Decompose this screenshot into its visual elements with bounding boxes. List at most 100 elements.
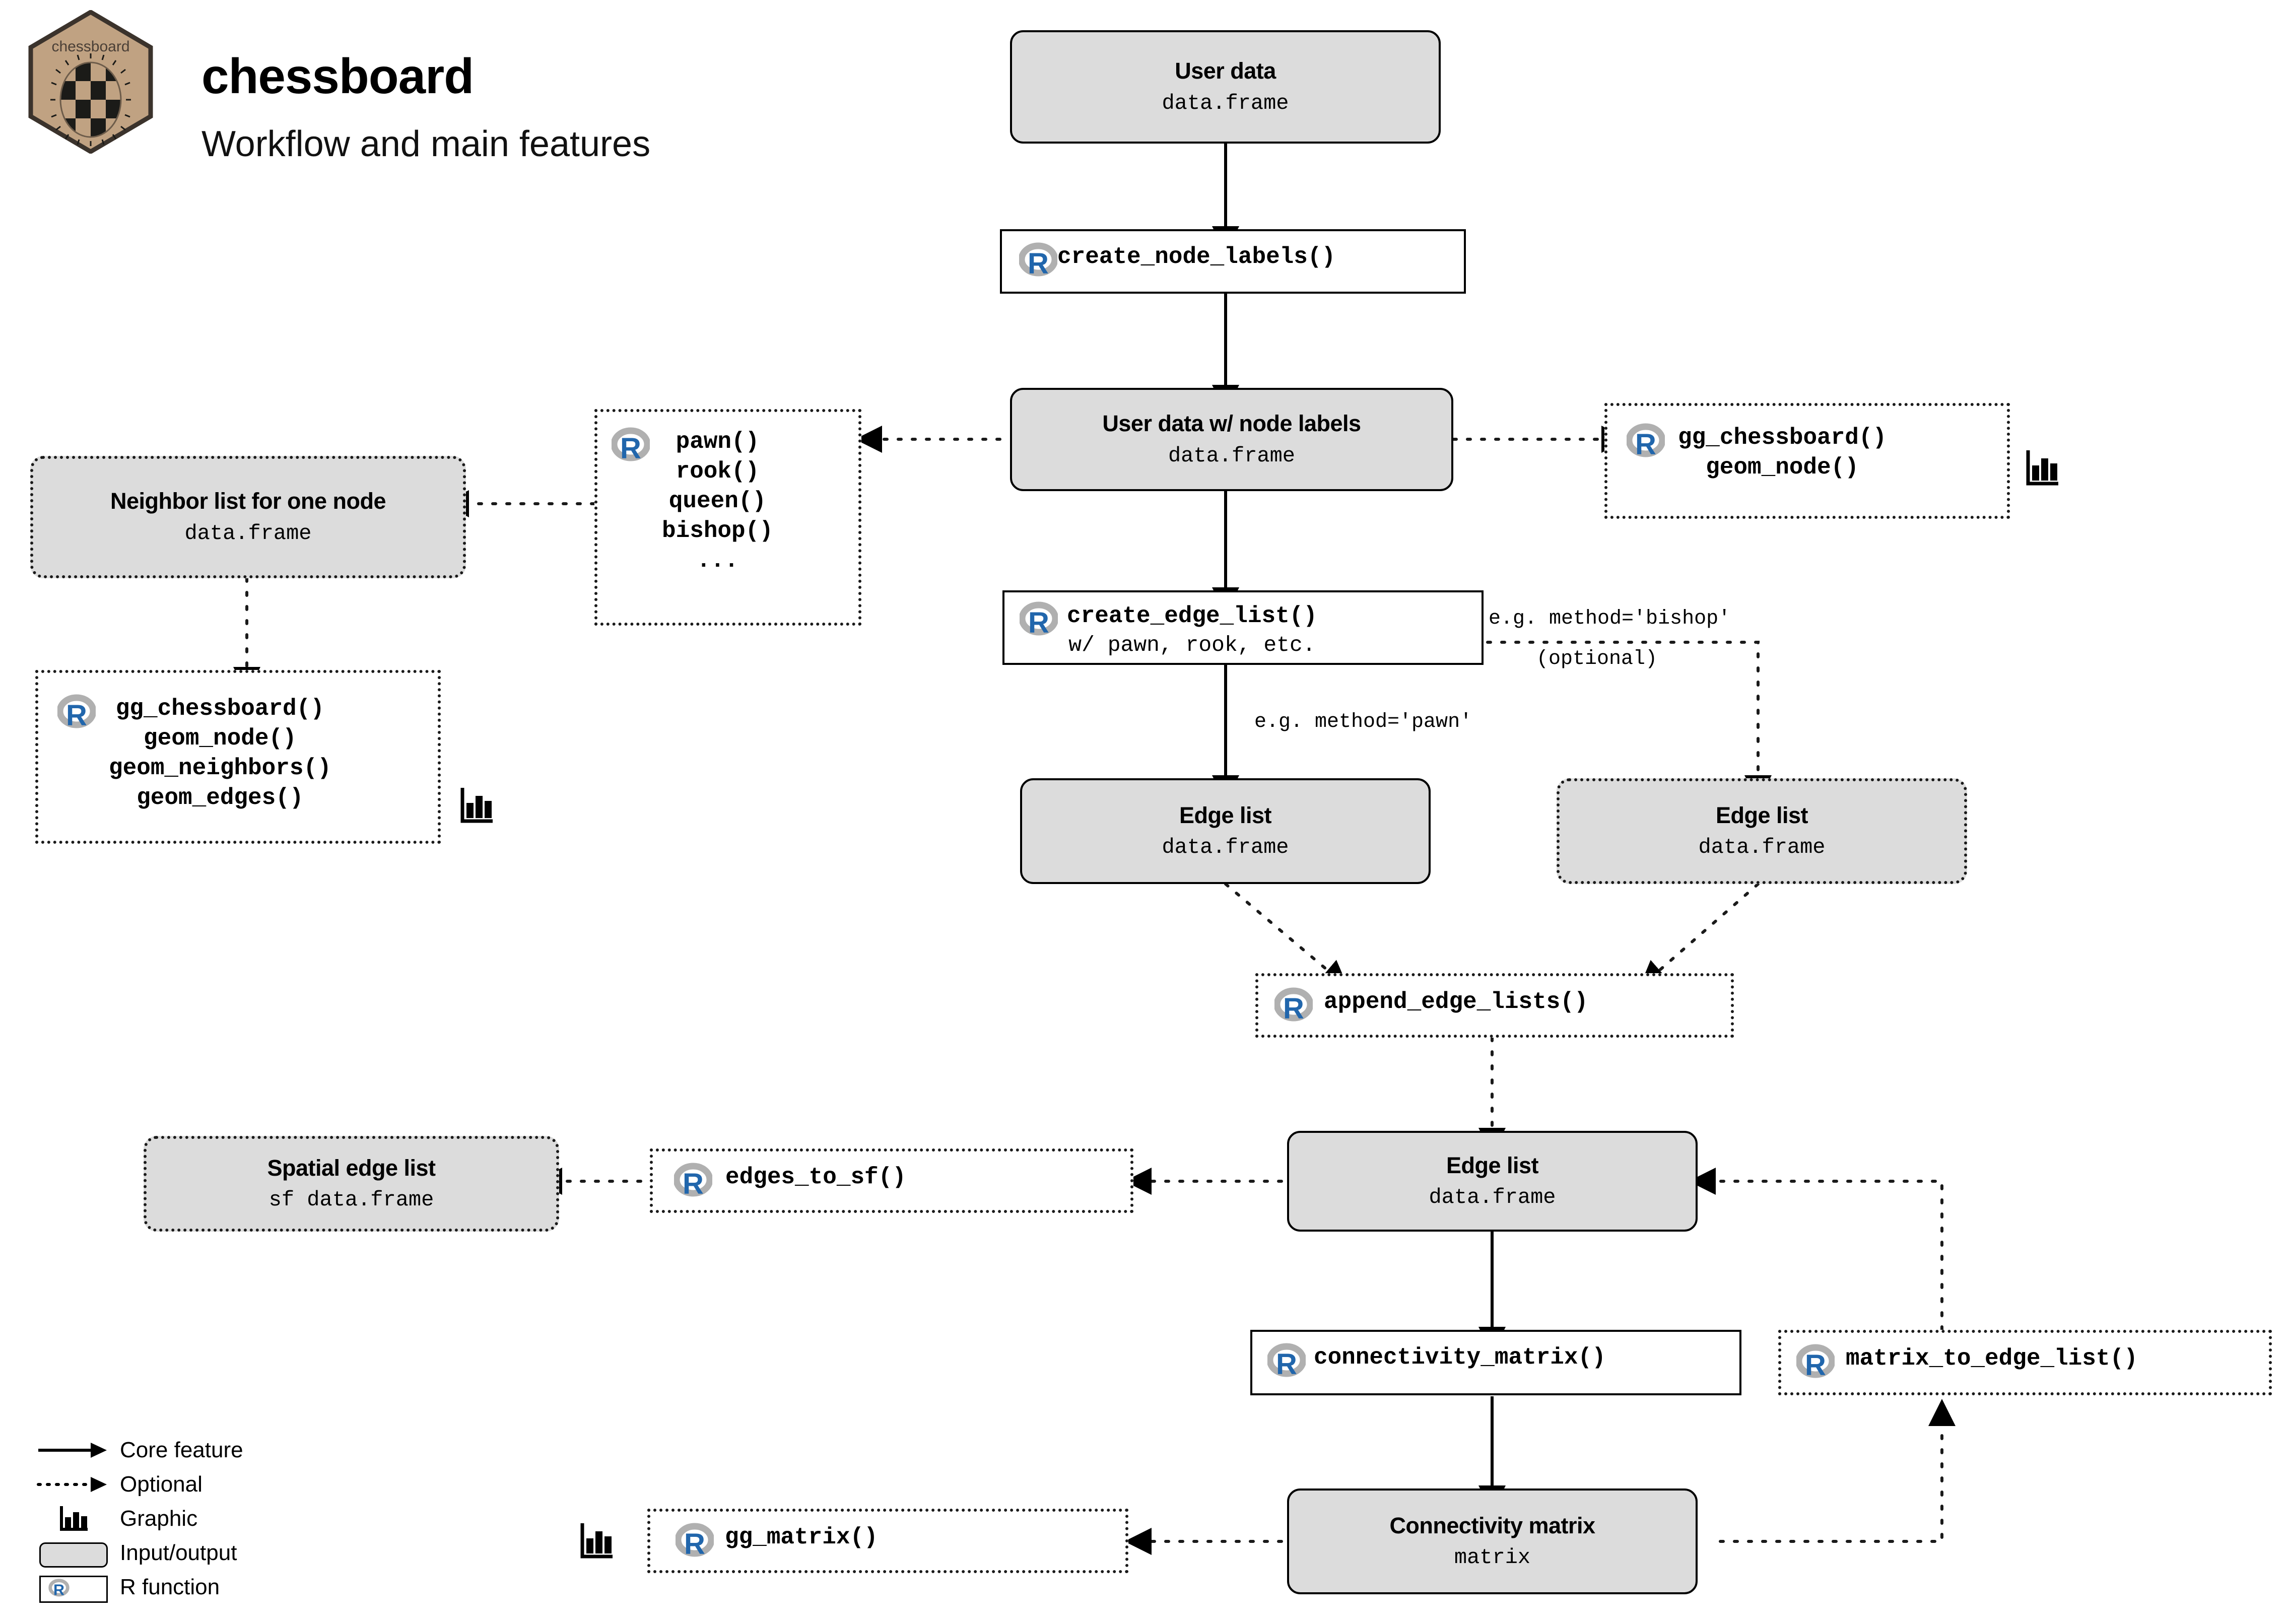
node-piece-functions: R pawn() rook() queen() bishop() ... (594, 409, 861, 626)
svg-text:R: R (1283, 992, 1304, 1025)
function-name: create_node_labels() (1057, 244, 1336, 270)
bar-chart-icon (35, 1503, 111, 1534)
node-append-edge-lists: R append_edge_lists() (1255, 973, 1734, 1038)
function-name: rook() (676, 458, 760, 485)
function-name: append_edge_lists() (1324, 989, 1588, 1015)
r-logo-icon: R (676, 1523, 714, 1563)
node-subtitle: data.frame (1162, 91, 1289, 115)
r-logo-icon: R (1019, 242, 1057, 283)
legend-item-input-output: Input/output (35, 1536, 348, 1570)
node-gg-chessboard-neighbors: R gg_chessboard() geom_node() geom_neigh… (35, 670, 441, 844)
node-spatial-edge-list: Spatial edge list sf data.frame (144, 1136, 559, 1232)
page-subtitle: Workflow and main features (201, 124, 651, 164)
legend-label: Graphic (120, 1506, 198, 1531)
function-name: create_edge_list() (1067, 603, 1317, 629)
node-subtitle: data.frame (1168, 443, 1296, 468)
legend-label: Input/output (120, 1540, 237, 1565)
svg-text:R: R (1805, 1349, 1826, 1382)
legend-label: Optional (120, 1472, 203, 1497)
chessboard-hex-logo: chessboard (28, 9, 154, 155)
node-neighbor-list: Neighbor list for one node data.frame (30, 456, 466, 578)
function-name: gg_chessboard() (1678, 425, 1887, 451)
label-pawn-method: e.g. method='pawn' (1254, 711, 1472, 733)
node-user-data-with-labels: User data w/ node labels data.frame (1010, 388, 1453, 491)
legend-item-optional: Optional (35, 1467, 348, 1502)
svg-text:R: R (66, 699, 87, 732)
function-name: gg_matrix() (725, 1524, 878, 1550)
function-name: gg_chessboard() (115, 696, 324, 722)
svg-text:R: R (1028, 606, 1049, 639)
svg-text:chessboard: chessboard (51, 38, 129, 55)
function-name: queen() (668, 488, 767, 514)
function-name: geom_node() (144, 725, 297, 752)
function-name: edges_to_sf() (725, 1164, 906, 1190)
r-logo-icon: R (1274, 987, 1313, 1028)
node-matrix-to-edge-list: R matrix_to_edge_list() (1778, 1330, 2272, 1395)
node-subtitle: matrix (1454, 1545, 1531, 1570)
r-logo-icon: R (1267, 1343, 1306, 1383)
function-name: matrix_to_edge_list() (1846, 1345, 2138, 1372)
label-optional: (optional) (1536, 648, 1658, 670)
legend: Core feature Optional Graphic (35, 1433, 348, 1604)
node-connectivity-matrix: Connectivity matrix matrix (1287, 1488, 1698, 1594)
r-logo-icon: R (1627, 423, 1665, 463)
dotted-arrow-icon (35, 1469, 111, 1500)
node-title: Spatial edge list (267, 1155, 436, 1181)
node-title: Edge list (1446, 1152, 1539, 1178)
ellipsis-label: ... (697, 547, 738, 574)
node-title: Connectivity matrix (1389, 1512, 1595, 1538)
r-logo-icon: R (57, 694, 96, 734)
svg-text:R: R (1028, 247, 1049, 280)
legend-item-graphic: Graphic (35, 1502, 348, 1536)
function-note: w/ pawn, rook, etc. (1068, 632, 1316, 657)
node-edge-list-bishop: Edge list data.frame (1557, 778, 1967, 884)
legend-item-r-function: R R function (35, 1570, 348, 1604)
node-title: Edge list (1179, 802, 1272, 828)
node-title: User data (1175, 58, 1276, 84)
node-edge-list-pawn: Edge list data.frame (1020, 778, 1431, 884)
rounded-gray-box-icon (35, 1537, 111, 1569)
node-subtitle: sf data.frame (268, 1188, 434, 1212)
function-name: pawn() (676, 429, 760, 455)
r-logo-icon: R (612, 427, 650, 467)
node-title: Neighbor list for one node (110, 488, 386, 514)
node-edge-list-main: Edge list data.frame (1287, 1131, 1698, 1232)
node-gg-matrix: R gg_matrix() (647, 1509, 1128, 1573)
node-title: User data w/ node labels (1102, 411, 1361, 437)
node-edges-to-sf: R edges_to_sf() (650, 1148, 1133, 1213)
svg-text:R: R (53, 1582, 64, 1599)
solid-arrow-icon (35, 1435, 111, 1466)
node-user-data: User data data.frame (1010, 30, 1441, 144)
page-title: chessboard (201, 48, 474, 104)
svg-text:R: R (684, 1528, 705, 1561)
bar-chart-icon (2025, 448, 2060, 491)
r-logo-icon: R (674, 1163, 712, 1203)
node-create-node-labels: R create_node_labels() (1000, 229, 1466, 294)
svg-text:R: R (683, 1168, 704, 1200)
node-title: Edge list (1715, 802, 1808, 828)
node-create-edge-list: R create_edge_list() w/ pawn, rook, etc. (1002, 590, 1484, 665)
legend-item-core-feature: Core feature (35, 1433, 348, 1467)
svg-text:R: R (1276, 1348, 1297, 1381)
function-name: bishop() (662, 517, 773, 544)
legend-label: Core feature (120, 1438, 243, 1462)
solid-connectors (1212, 144, 1506, 1513)
node-subtitle: data.frame (1698, 835, 1826, 860)
label-bishop-method: e.g. method='bishop' (1489, 607, 1731, 630)
legend-label: R function (120, 1575, 220, 1599)
r-function-box-icon: R (35, 1572, 111, 1603)
node-gg-chessboard-node: R gg_chessboard() geom_node() (1604, 403, 2010, 519)
r-logo-icon: R (1020, 601, 1058, 642)
function-name: geom_edges() (137, 784, 304, 811)
node-connectivity-matrix-fn: R connectivity_matrix() (1250, 1330, 1741, 1395)
function-name: geom_neighbors() (109, 755, 331, 781)
svg-text:R: R (620, 432, 641, 465)
node-subtitle: data.frame (1429, 1185, 1556, 1210)
bar-chart-icon (459, 786, 495, 829)
function-name: geom_node() (1706, 454, 1859, 481)
node-subtitle: data.frame (1162, 835, 1289, 860)
function-name: connectivity_matrix() (1314, 1344, 1606, 1371)
node-subtitle: data.frame (184, 521, 312, 546)
